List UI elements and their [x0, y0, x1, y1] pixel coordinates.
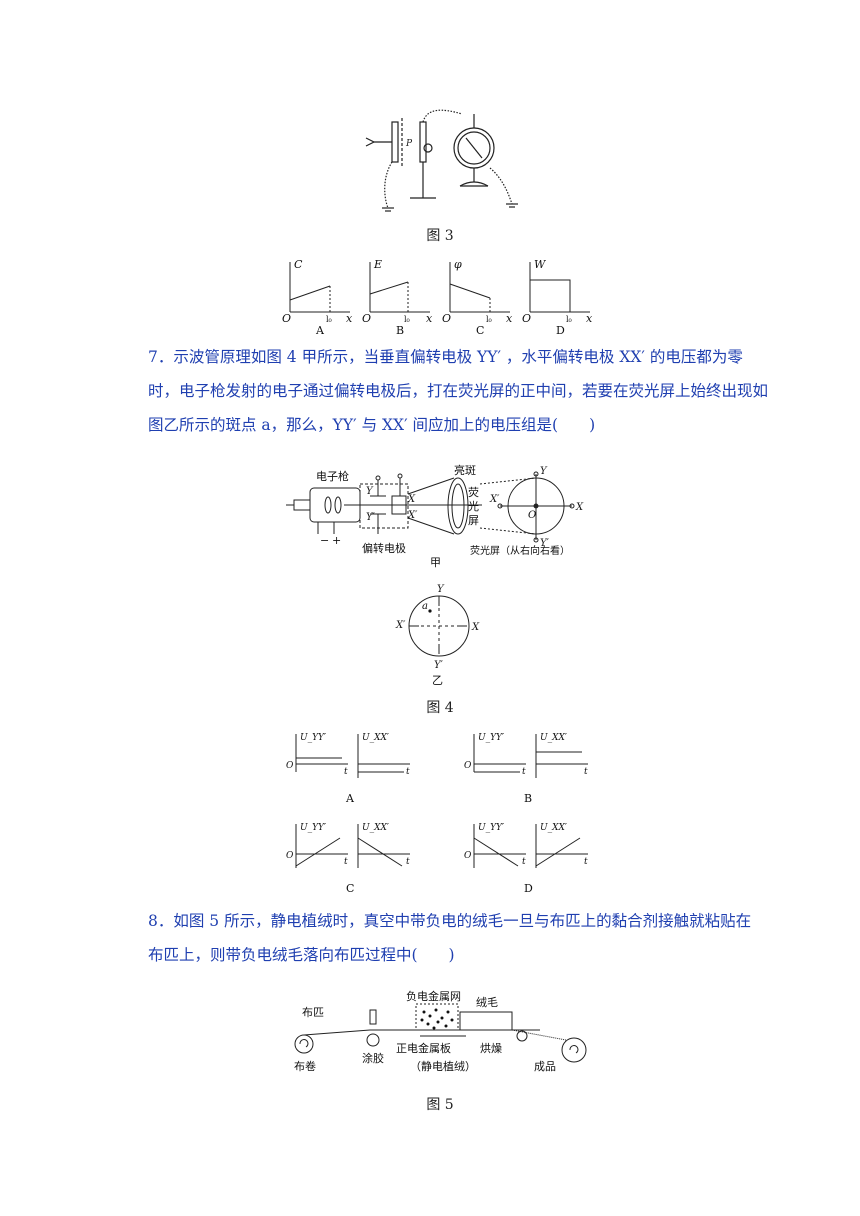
- graph-d-xaxis: x: [586, 312, 593, 325]
- fig3-option-graphs: C O x l₀ A E O x l₀ B φ O x l₀ C W O x l…: [282, 258, 593, 336]
- opt-b-o: O: [464, 761, 472, 771]
- yi-label-y: Y: [437, 584, 445, 595]
- fig3-caption: 图 3: [426, 228, 454, 244]
- opt-a-t2: t: [406, 767, 410, 777]
- opt-d-o: O: [464, 851, 472, 861]
- opt-b-t1: t: [522, 767, 526, 777]
- label-glue: 涂胶: [362, 1051, 384, 1065]
- graph-a-option: A: [315, 324, 325, 336]
- q7-line-3: 图乙所示的斑点 a，那么，YY′ 与 XX′ 间应加上的电压组是( ): [148, 416, 596, 434]
- label-plate-y: Y: [366, 486, 374, 497]
- fig4-caption: 图 4: [426, 700, 454, 716]
- q7-line-1: 7．示波管原理如图 4 甲所示，当垂直偏转电极 YY′ ，水平偏转电极 XX′ …: [148, 348, 743, 366]
- yi-label-xp: X′: [395, 620, 406, 631]
- opt-c-uxx: U_XX′: [362, 823, 389, 833]
- opt-c-o: O: [286, 851, 294, 861]
- label-plate-x: X: [407, 494, 416, 505]
- opt-b-letter: B: [524, 792, 532, 805]
- opt-c-t1: t: [344, 857, 348, 867]
- label-cloth: 布匹: [302, 1006, 324, 1019]
- opt-d-t2: t: [584, 857, 588, 867]
- opt-a-uxx: U_XX′: [362, 733, 389, 743]
- yi-label-x: X: [471, 622, 480, 633]
- label-screen-yp: Y′: [540, 538, 550, 549]
- graph-d-origin: O: [522, 312, 531, 325]
- label-pos-plate: 正电金属板: [396, 1041, 451, 1055]
- label-plate-yp: Y′: [366, 512, 376, 523]
- graph-d-axis: W: [534, 258, 547, 271]
- question-7: 7．示波管原理如图 4 甲所示，当垂直偏转电极 YY′ ，水平偏转电极 XX′ …: [148, 340, 768, 442]
- opt-b-uyy: U_YY′: [478, 733, 504, 743]
- graph-a-origin: O: [282, 312, 291, 325]
- opt-d-uyy: U_YY′: [478, 823, 504, 833]
- fig5-caption: 图 5: [426, 1097, 454, 1113]
- label-screen-x: X: [575, 502, 584, 513]
- label-product: 成品: [534, 1060, 556, 1073]
- label-deflector: 偏转电极: [362, 541, 406, 555]
- graph-c-option: C: [476, 324, 484, 336]
- graph-a-xaxis: x: [346, 312, 353, 325]
- apparatus-label-p: P: [405, 139, 413, 149]
- graph-b-axis: E: [373, 258, 382, 271]
- label-screen-v3: 屏: [468, 514, 479, 527]
- label-bright-spot: 亮斑: [454, 464, 476, 477]
- label-screen-o: O: [528, 510, 536, 521]
- label-plus: +: [332, 534, 341, 547]
- graph-d-xmark: l₀: [566, 315, 572, 324]
- yi-label-a: a: [422, 601, 428, 612]
- q7-line-2: 时，电子枪发射的电子通过偏转电极后，打在荧光屏的正中间，若要在荧光屏上始终出现如: [148, 382, 769, 400]
- label-dry: 烘燥: [480, 1041, 502, 1055]
- opt-d-letter: D: [524, 882, 533, 895]
- graph-d-option: D: [556, 324, 565, 336]
- opt-b-uxx: U_XX′: [540, 733, 567, 743]
- label-screen-y: Y: [540, 466, 548, 477]
- label-roll: 布卷: [294, 1059, 316, 1073]
- graph-b-xaxis: x: [426, 312, 433, 325]
- yi-label: 乙: [432, 674, 443, 686]
- opt-a-letter: A: [345, 792, 355, 805]
- graph-b-xmark: l₀: [404, 315, 410, 324]
- graph-c-xaxis: x: [506, 312, 513, 325]
- label-minus: −: [320, 534, 329, 547]
- label-screen-v2: 光: [468, 499, 479, 513]
- fig4-jia-diagram: 电子枪 亮斑 荧 光 屏 偏转电极 荧光屏（从右向右看） 甲 − + Y Y′ …: [286, 464, 584, 568]
- opt-d-uxx: U_XX′: [540, 823, 567, 833]
- graph-b-origin: O: [362, 312, 371, 325]
- graph-c-xmark: l₀: [486, 315, 492, 324]
- opt-c-uyy: U_YY′: [300, 823, 326, 833]
- opt-c-t2: t: [406, 857, 410, 867]
- graph-c-origin: O: [442, 312, 451, 325]
- label-neg-mesh: 负电金属网: [406, 990, 461, 1003]
- label-electron-gun: 电子枪: [316, 469, 349, 483]
- yi-label-yp: Y′: [434, 660, 444, 671]
- q8-line-2: 布匹上，则带负电绒毛落向布匹过程中( ): [148, 946, 455, 964]
- label-screen-xp: X′: [489, 494, 500, 505]
- question-8: 8．如图 5 所示，静电植绒时，真空中带负电的绒毛一旦与布匹上的黏合剂接触就粘贴…: [148, 904, 768, 972]
- fig3-apparatus: P: [365, 109, 518, 212]
- opt-c-letter: C: [346, 882, 354, 895]
- graph-c-axis: φ: [454, 258, 462, 271]
- label-screen-note: 荧光屏（从右向右看）: [470, 544, 570, 557]
- label-jia: 甲: [430, 556, 441, 568]
- graph-a-xmark: l₀: [326, 315, 332, 324]
- label-process: （静电植绒）: [410, 1059, 476, 1073]
- fig4-yi-diagram: Y Y′ X X′ a 乙: [395, 584, 480, 686]
- label-fluff: 绒毛: [476, 996, 498, 1009]
- opt-a-uyy: U_YY′: [300, 733, 326, 743]
- label-plate-xp: X′: [407, 510, 418, 521]
- fig4-option-graphs: U_YY′ U_XX′ O t t U_YY′ U_XX′ O t t U_YY…: [286, 733, 588, 895]
- opt-d-t1: t: [522, 857, 526, 867]
- opt-a-o: O: [286, 761, 294, 771]
- fig5-diagram: 负电金属网 绒毛 布匹 布卷 涂胶 正电金属板 （静电植绒） 烘燥 成品: [294, 990, 587, 1073]
- q8-line-1: 8．如图 5 所示，静电植绒时，真空中带负电的绒毛一旦与布匹上的黏合剂接触就粘贴…: [148, 912, 752, 930]
- label-screen-v1: 荧: [468, 485, 479, 499]
- graph-a-axis: C: [294, 258, 303, 271]
- opt-b-t2: t: [584, 767, 588, 777]
- opt-a-t1: t: [344, 767, 348, 777]
- graph-b-option: B: [396, 324, 404, 336]
